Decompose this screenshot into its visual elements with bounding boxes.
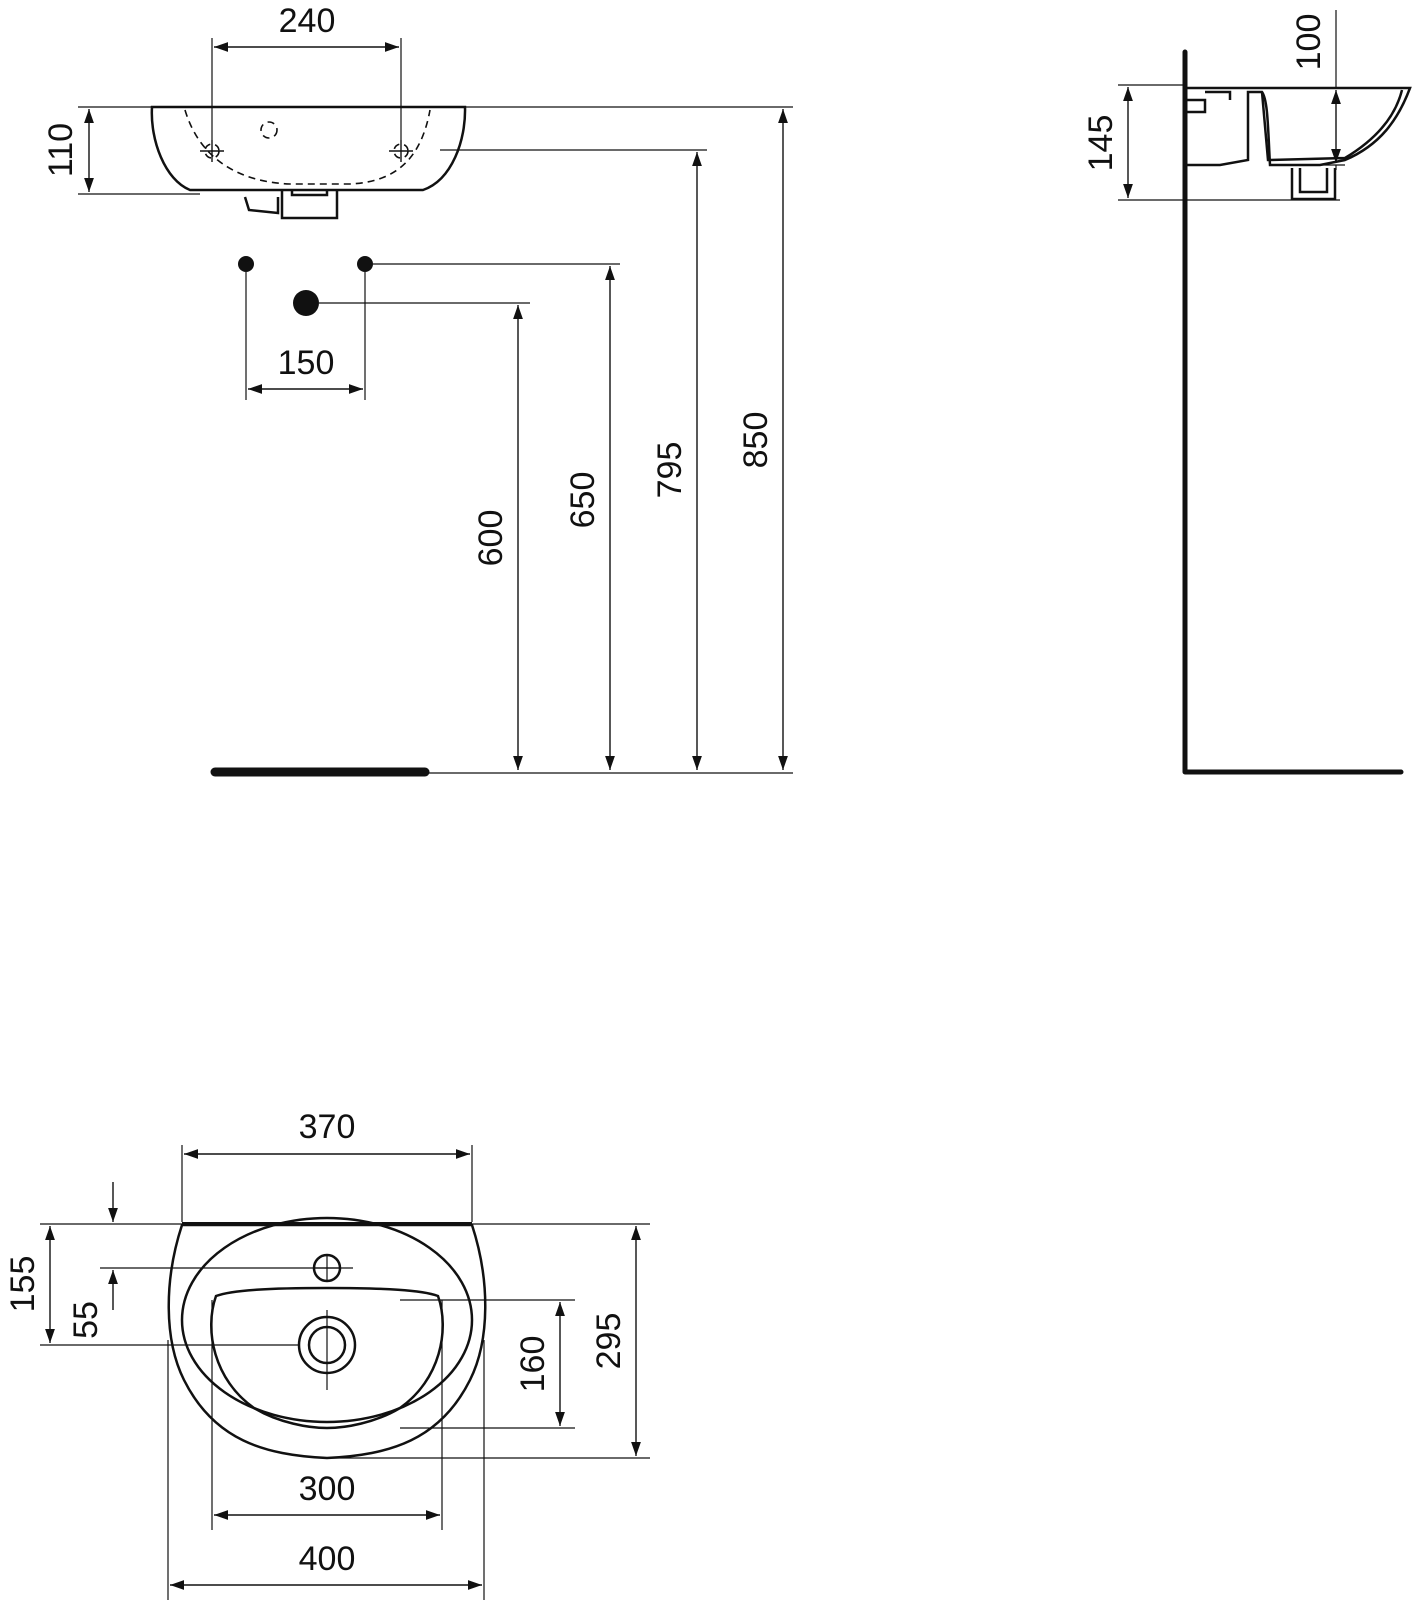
dim-rim-width: 370: [299, 1108, 356, 1146]
dim-waste-height: 600: [472, 510, 510, 567]
basin-side-bracket: [1185, 90, 1232, 114]
waste-point: [293, 290, 319, 316]
centre-tap-hole: [260, 121, 278, 139]
side-waste-outlet: [1290, 168, 1337, 201]
dim-projection: 295: [590, 1313, 628, 1370]
tap-hole-right: [389, 140, 413, 162]
dim-underside-height: 795: [651, 442, 689, 499]
tap-hole-left: [200, 140, 224, 162]
bowl-outline: [210, 1286, 444, 1430]
waste-outlet: [243, 190, 339, 220]
dim-bowl-width: 300: [299, 1470, 356, 1508]
basin-front-outline: [150, 105, 467, 192]
dim-overall-width: 400: [299, 1540, 356, 1578]
basin-inner-hidden-line: [184, 109, 431, 185]
dim-supply-spacing: 150: [278, 344, 335, 382]
dim-supply-height: 650: [564, 472, 602, 529]
basin-top-outline: [167, 1223, 487, 1460]
dim-bowl-length: 160: [514, 1336, 552, 1393]
dim-basin-depth: 110: [42, 123, 80, 177]
basin-side-inner: [1260, 89, 1404, 162]
dim-tap-offset: 155: [4, 1256, 42, 1313]
dim-rim-height: 850: [737, 412, 775, 469]
dim-bowl-depth: 100: [1290, 14, 1328, 71]
top-view: 370 155 55 160 295 300 400: [4, 1108, 650, 1600]
wall-and-floor: [1182, 49, 1404, 775]
dim-tap-spacing: 240: [279, 2, 336, 40]
dim-waste-offset: 55: [67, 1301, 105, 1339]
basin-deck: [180, 1216, 474, 1424]
front-view: 240 110 150 600 650 795 850: [42, 2, 793, 777]
side-view: 145 100: [1082, 10, 1412, 775]
basin-side-outline: [1185, 86, 1412, 167]
supply-point-left: [238, 256, 254, 272]
dim-body-height: 145: [1082, 115, 1120, 172]
supply-point-right: [357, 256, 373, 272]
